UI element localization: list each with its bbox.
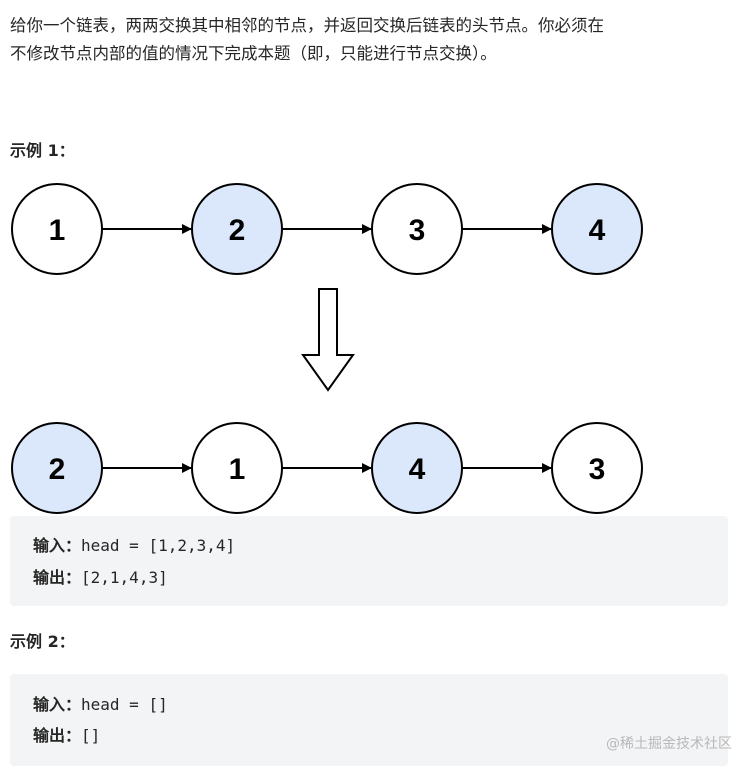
example-1-output-line: 输出：[2,1,4,3]	[33, 568, 168, 588]
list-node	[551, 183, 643, 275]
node-value: 1	[229, 453, 246, 486]
example-1-heading: 示例 1：	[10, 141, 75, 160]
example-1-input-line: 输入：head = [1,2,3,4]	[33, 536, 235, 556]
input-label: 输入：	[33, 536, 82, 555]
node-value: 2	[49, 453, 66, 486]
linked-list-diagram: 1 2 3 4 2 1 4 3	[11, 183, 643, 514]
node-value: 4	[589, 214, 606, 247]
output-value: [2,1,4,3]	[81, 568, 168, 587]
example-2-heading: 示例 2：	[10, 632, 75, 651]
input-value: head = [1,2,3,4]	[81, 536, 236, 555]
list-node	[371, 422, 463, 514]
node-value: 3	[589, 453, 606, 486]
problem-line-1: 给你一个链表，两两交换其中相邻的节点，并返回交换后链表的头节点。你必须在	[10, 16, 604, 35]
example-1-code-block: 输入：head = [1,2,3,4] 输出：[2,1,4,3]	[10, 516, 728, 606]
list-node	[191, 183, 283, 275]
node-value: 4	[409, 453, 426, 486]
down-arrow-icon	[301, 288, 355, 392]
output-label: 输出：	[33, 568, 82, 587]
list-node	[191, 422, 283, 514]
list-node	[11, 422, 103, 514]
example-2-code-block: 输入：head = [] 输出：[]	[10, 674, 728, 766]
output-label: 输出：	[33, 726, 82, 745]
problem-line-2: 不修改节点内部的值的情况下完成本题（即，只能进行节点交换）。	[10, 44, 497, 63]
output-value: []	[81, 726, 101, 745]
list-node	[11, 183, 103, 275]
node-value: 2	[229, 214, 246, 247]
example-2-output-line: 输出：[]	[33, 726, 100, 746]
input-label: 输入：	[33, 695, 82, 714]
watermark: @稀土掘金技术社区	[606, 736, 732, 752]
problem-description: 给你一个链表，两两交换其中相邻的节点，并返回交换后链表的头节点。你必须在 不修改…	[10, 12, 740, 68]
input-value: head = []	[81, 695, 168, 714]
list-before-swap: 1 2 3 4	[11, 183, 643, 275]
list-after-swap: 2 1 4 3	[11, 422, 643, 514]
list-node	[551, 422, 643, 514]
example-2-input-line: 输入：head = []	[33, 695, 168, 715]
list-node	[371, 183, 463, 275]
node-value: 1	[49, 214, 66, 247]
node-value: 3	[409, 214, 426, 247]
